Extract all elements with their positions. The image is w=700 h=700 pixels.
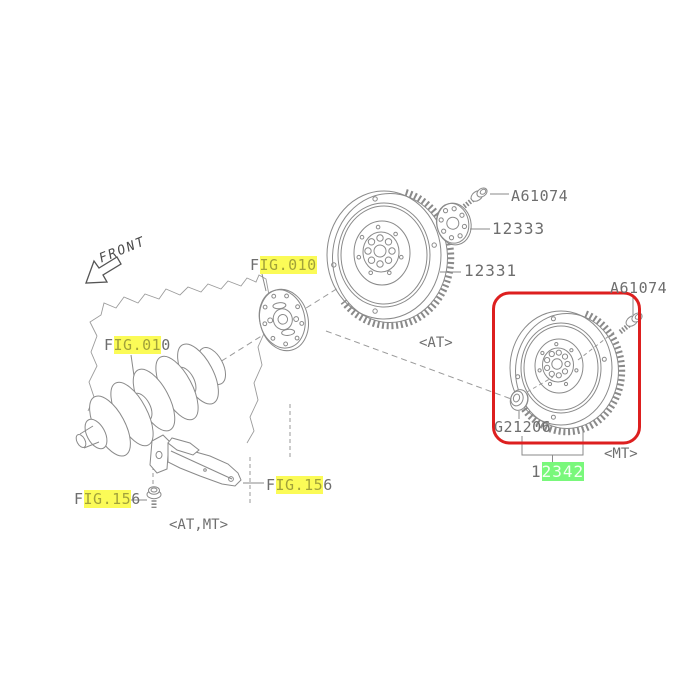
- bolt-a61074-mt-icon: [617, 312, 643, 335]
- part-label-12331[interactable]: 12331: [464, 261, 518, 280]
- part-label-12333[interactable]: 12333: [492, 219, 546, 238]
- crankshaft-drawing: [75, 343, 227, 457]
- part-number-highlight: 2342: [541, 462, 585, 481]
- leader-lines: [126, 193, 634, 501]
- transmission-type-at: <AT>: [419, 335, 453, 351]
- fig-ref-prefix: F: [74, 490, 84, 508]
- flexplate-drawing: [258, 288, 309, 352]
- transmission-type-at-mt: <AT,MT>: [169, 517, 229, 533]
- fig-ref-highlight: IG.15: [83, 490, 132, 508]
- fig-ref-suffix: 6: [323, 476, 333, 494]
- drive-plate-12333-drawing: [435, 202, 472, 246]
- fig-ref-prefix: F: [104, 336, 114, 354]
- bolt-fig156-icon: [146, 486, 162, 508]
- flywheel-mt-drawing: [509, 310, 626, 436]
- fig-ref-prefix: F: [266, 476, 276, 494]
- bolt-a61074-top-icon: [462, 187, 488, 209]
- selected-part-label-12342[interactable]: 12342: [531, 462, 585, 481]
- transmission-type-mt: <MT>: [604, 446, 638, 462]
- part-number-prefix: 1: [531, 462, 542, 481]
- figure-link-fig156-bolt[interactable]: FIG.156: [74, 490, 141, 508]
- selection-box: [492, 291, 641, 445]
- front-arrow-icon: [85, 256, 122, 284]
- flywheel-at-drawing: [326, 189, 455, 330]
- mt-axis-dashed-lines: [526, 331, 615, 393]
- fig-ref-suffix: 6: [131, 490, 141, 508]
- fig-ref-highlight: IG.010: [259, 256, 317, 274]
- fig-ref-highlight: IG.15: [275, 476, 324, 494]
- figure-link-fig156-cover[interactable]: FIG.156: [266, 476, 333, 494]
- pilot-bearing-drawing: [509, 389, 529, 411]
- fig-ref-highlight: IG.01: [113, 336, 162, 354]
- bolt-label-a61074-top[interactable]: A61074: [511, 187, 569, 205]
- cover-bracket-drawing: [149, 434, 242, 487]
- figure-link-fig010-flexplate[interactable]: FIG.010: [250, 256, 317, 274]
- figure-link-fig010-crankshaft[interactable]: FIG.010: [104, 336, 171, 354]
- fig-ref-prefix: F: [250, 256, 260, 274]
- bolt-label-a61074-mt[interactable]: A61074: [610, 279, 668, 297]
- fig-ref-suffix: 0: [161, 336, 171, 354]
- bearing-label-g21206[interactable]: G21206: [494, 418, 552, 436]
